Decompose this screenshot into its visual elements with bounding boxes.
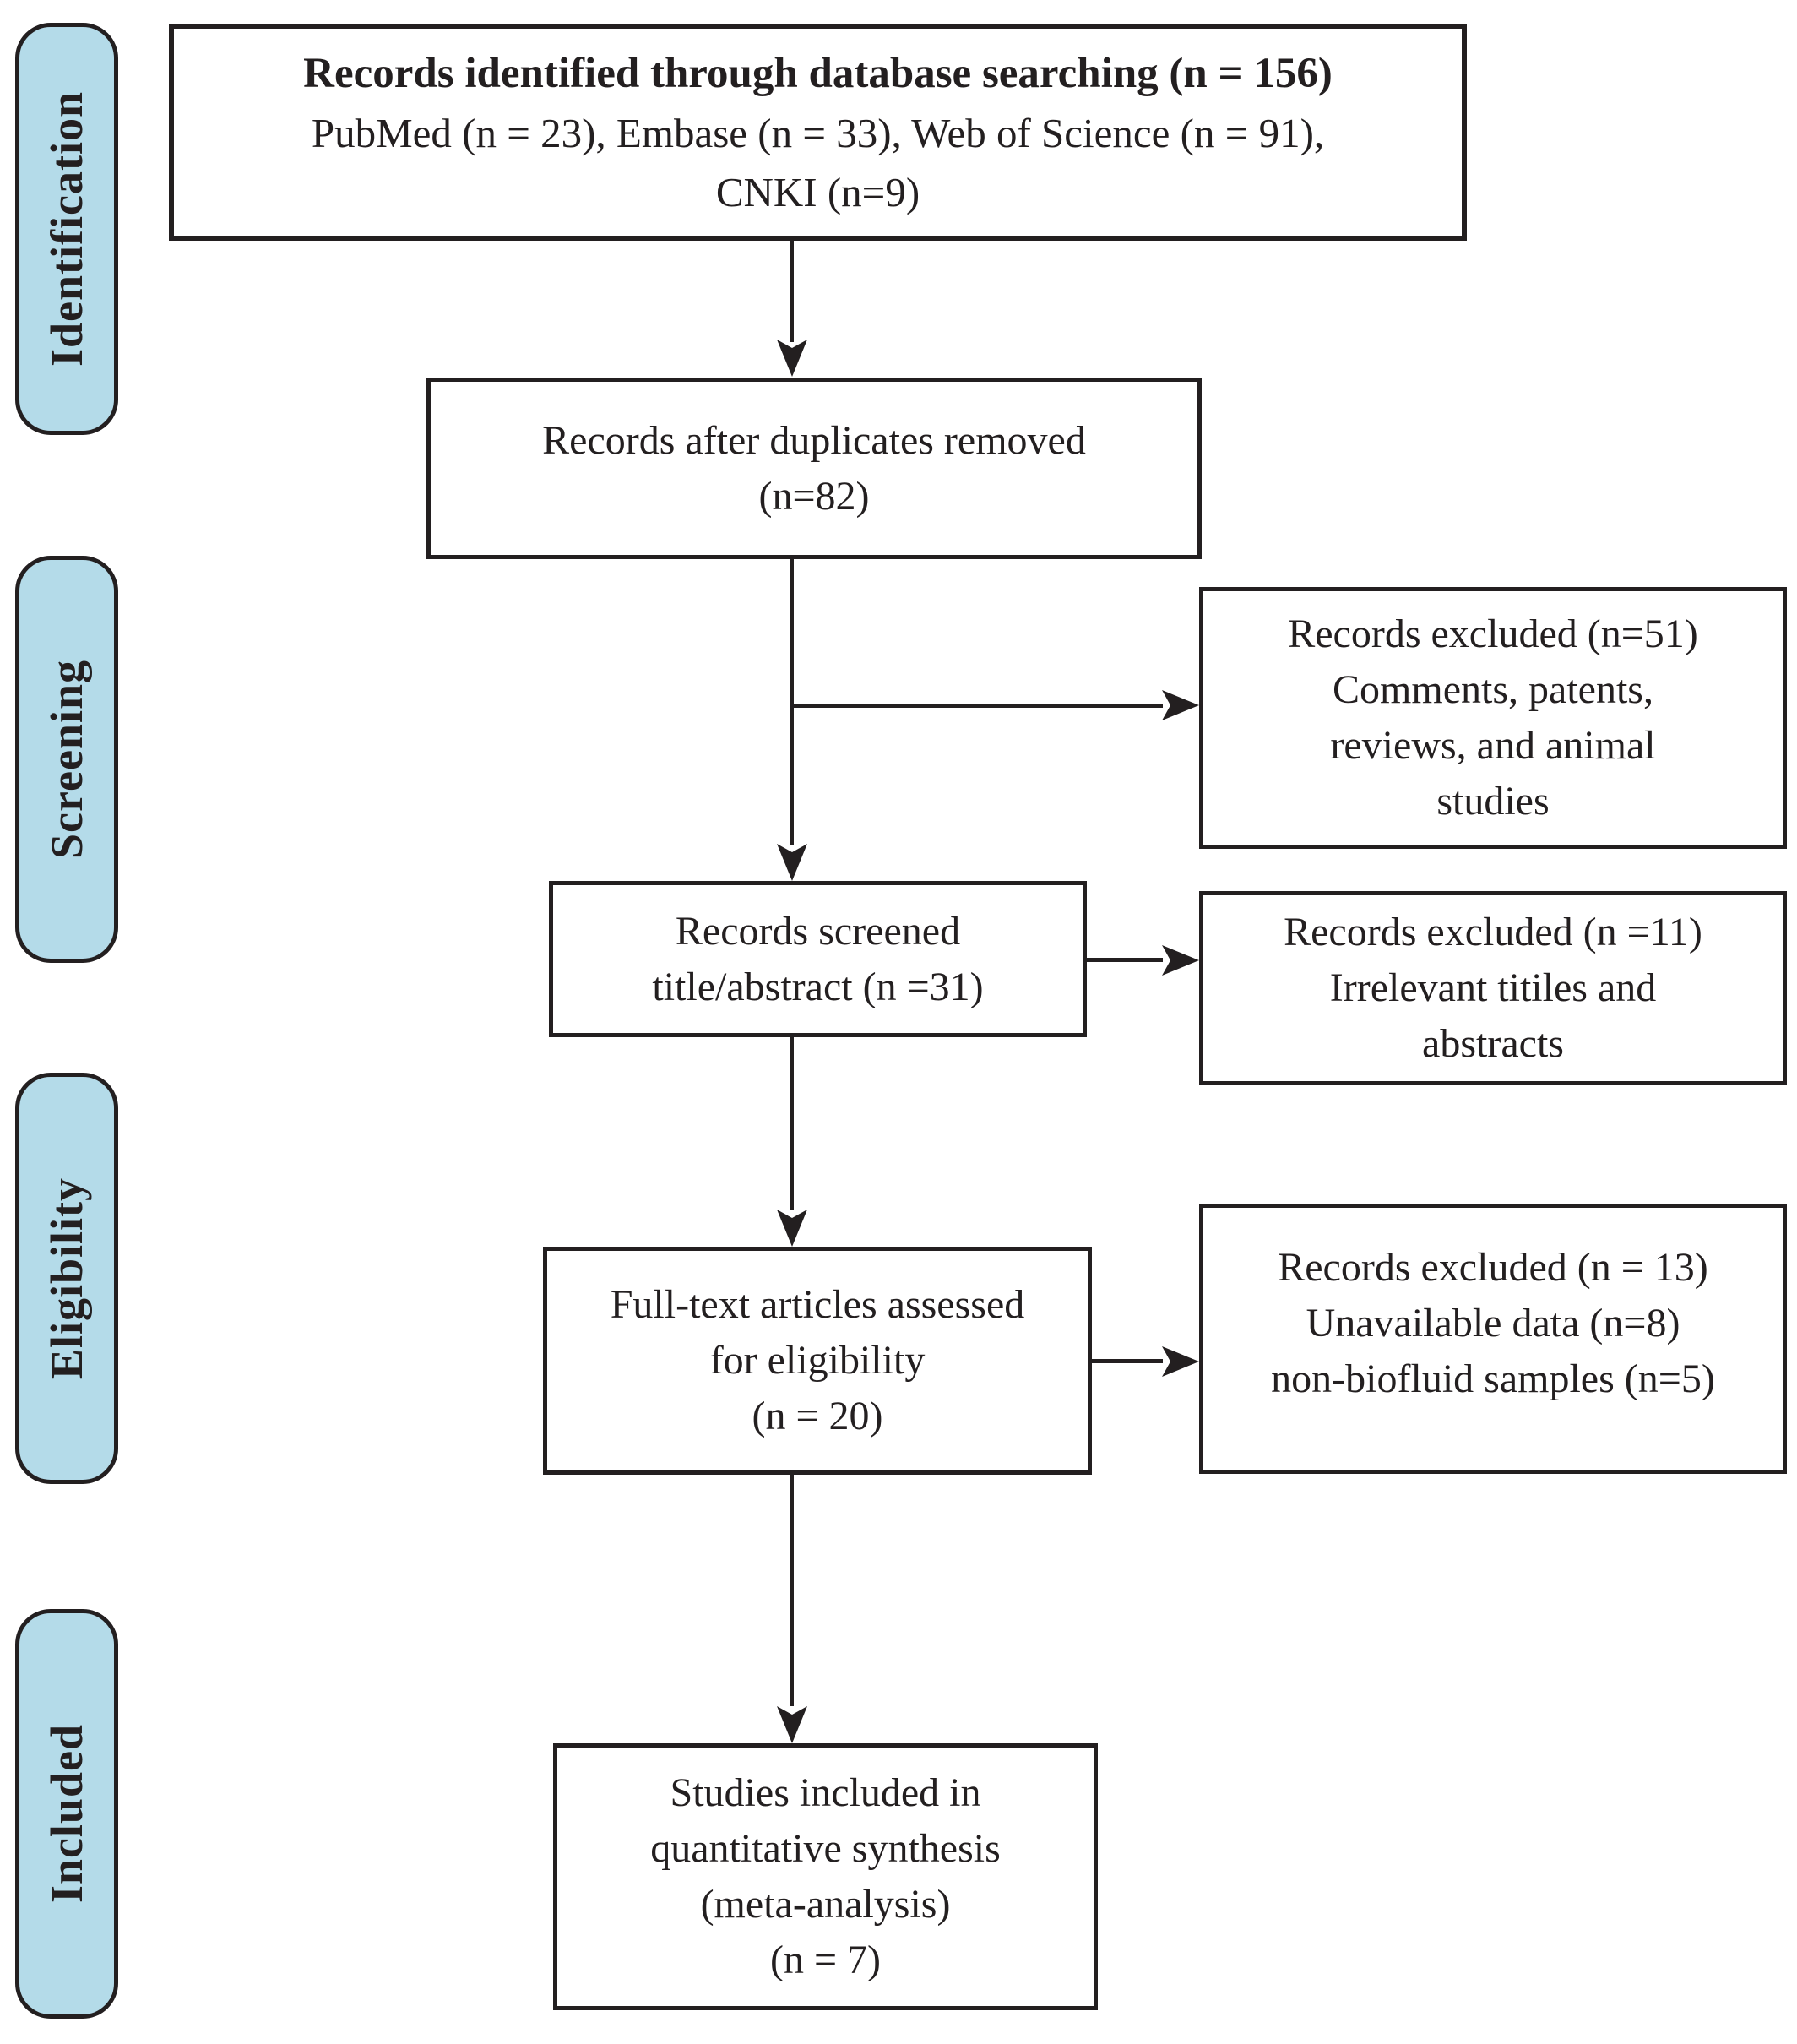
stage-label-identification: Identification [15,23,118,435]
arrow-screened-to-excluded-titles-line [1087,958,1163,962]
excluded-titles-count: Records excluded (n =11) [1284,910,1702,954]
included-studies-text-2: quantitative synthesis [650,1826,1001,1871]
excluded-screening-reason-3: studies [1436,779,1550,824]
fulltext-text-1: Full-text articles assessed [610,1282,1025,1327]
stage-label-screening: Screening [15,556,118,963]
stage-label-included: Included [15,1609,118,2019]
box-records-identified: Records identified through database sear… [169,24,1467,241]
duplicates-removed-text: Records after duplicates removed [542,417,1086,463]
excluded-fulltext-count: Records excluded (n = 13) [1278,1245,1708,1290]
records-screened-count: title/abstract (n =31) [652,964,984,1009]
excluded-titles-reason-2: abstracts [1422,1021,1564,1066]
excluded-fulltext-reason-1: Unavailable data (n=8) [1306,1301,1680,1345]
excluded-screening-reason-2: reviews, and animal [1330,723,1656,768]
included-studies-text-1: Studies included in [670,1770,981,1815]
stage-label-eligibility: Eligibility [15,1073,118,1484]
box-fulltext-assessed: Full-text articles assessed for eligibil… [543,1247,1092,1475]
duplicates-removed-count: (n=82) [758,473,870,519]
excluded-screening-count: Records excluded (n=51) [1288,612,1698,656]
arrow-fulltext-to-excluded-line [1092,1359,1163,1363]
excluded-screening-reason-1: Comments, patents, [1333,667,1653,712]
arrow-fulltext-to-included-head [777,1704,807,1743]
box-records-excluded-fulltext: Records excluded (n = 13) Unavailable da… [1199,1204,1787,1474]
records-identified-title: Records identified through database sear… [303,49,1333,97]
box-records-screened: Records screened title/abstract (n =31) [549,881,1087,1037]
arrow-fulltext-to-excluded-head [1160,1346,1199,1377]
arrow-duplicates-to-screened-head [777,842,807,881]
excluded-titles-reason-1: Irrelevant titiles and [1329,965,1657,1010]
arrow-fulltext-to-included-line [790,1475,794,1706]
arrow-duplicates-to-screened-line [790,559,794,845]
box-included-studies: Studies included in quantitative synthes… [553,1743,1098,2010]
arrow-screened-to-fulltext-head [777,1208,807,1247]
stage-label-eligibility-text: Eligibility [41,1177,92,1380]
arrow-screened-to-fulltext-line [790,1037,794,1210]
records-screened-text: Records screened [675,908,961,954]
records-identified-sources-2: CNKI (n=9) [715,168,920,215]
box-duplicates-removed: Records after duplicates removed (n=82) [426,378,1202,559]
arrow-branch-to-excluded-screening-head [1160,690,1199,720]
box-records-excluded-titles: Records excluded (n =11) Irrelevant titi… [1199,891,1787,1085]
records-identified-sources: PubMed (n = 23), Embase (n = 33), Web of… [311,109,1325,156]
arrow-screened-to-excluded-titles-head [1160,945,1199,976]
included-studies-count: (n = 7) [769,1938,882,1982]
arrow-branch-to-excluded-screening-line [792,704,1163,708]
arrow-identified-to-duplicates-line [790,241,794,342]
stage-label-included-text: Included [41,1724,92,1904]
box-records-excluded-screening: Records excluded (n=51) Comments, patent… [1199,587,1787,849]
fulltext-count: (n = 20) [752,1394,883,1438]
included-studies-text-3: (meta-analysis) [700,1882,951,1927]
fulltext-text-2: for eligibility [709,1338,926,1383]
arrow-identified-to-duplicates-head [777,338,807,377]
stage-label-identification-text: Identification [41,90,92,367]
excluded-fulltext-reason-2: non-biofluid samples (n=5) [1271,1356,1715,1401]
stage-label-screening-text: Screening [41,660,92,859]
